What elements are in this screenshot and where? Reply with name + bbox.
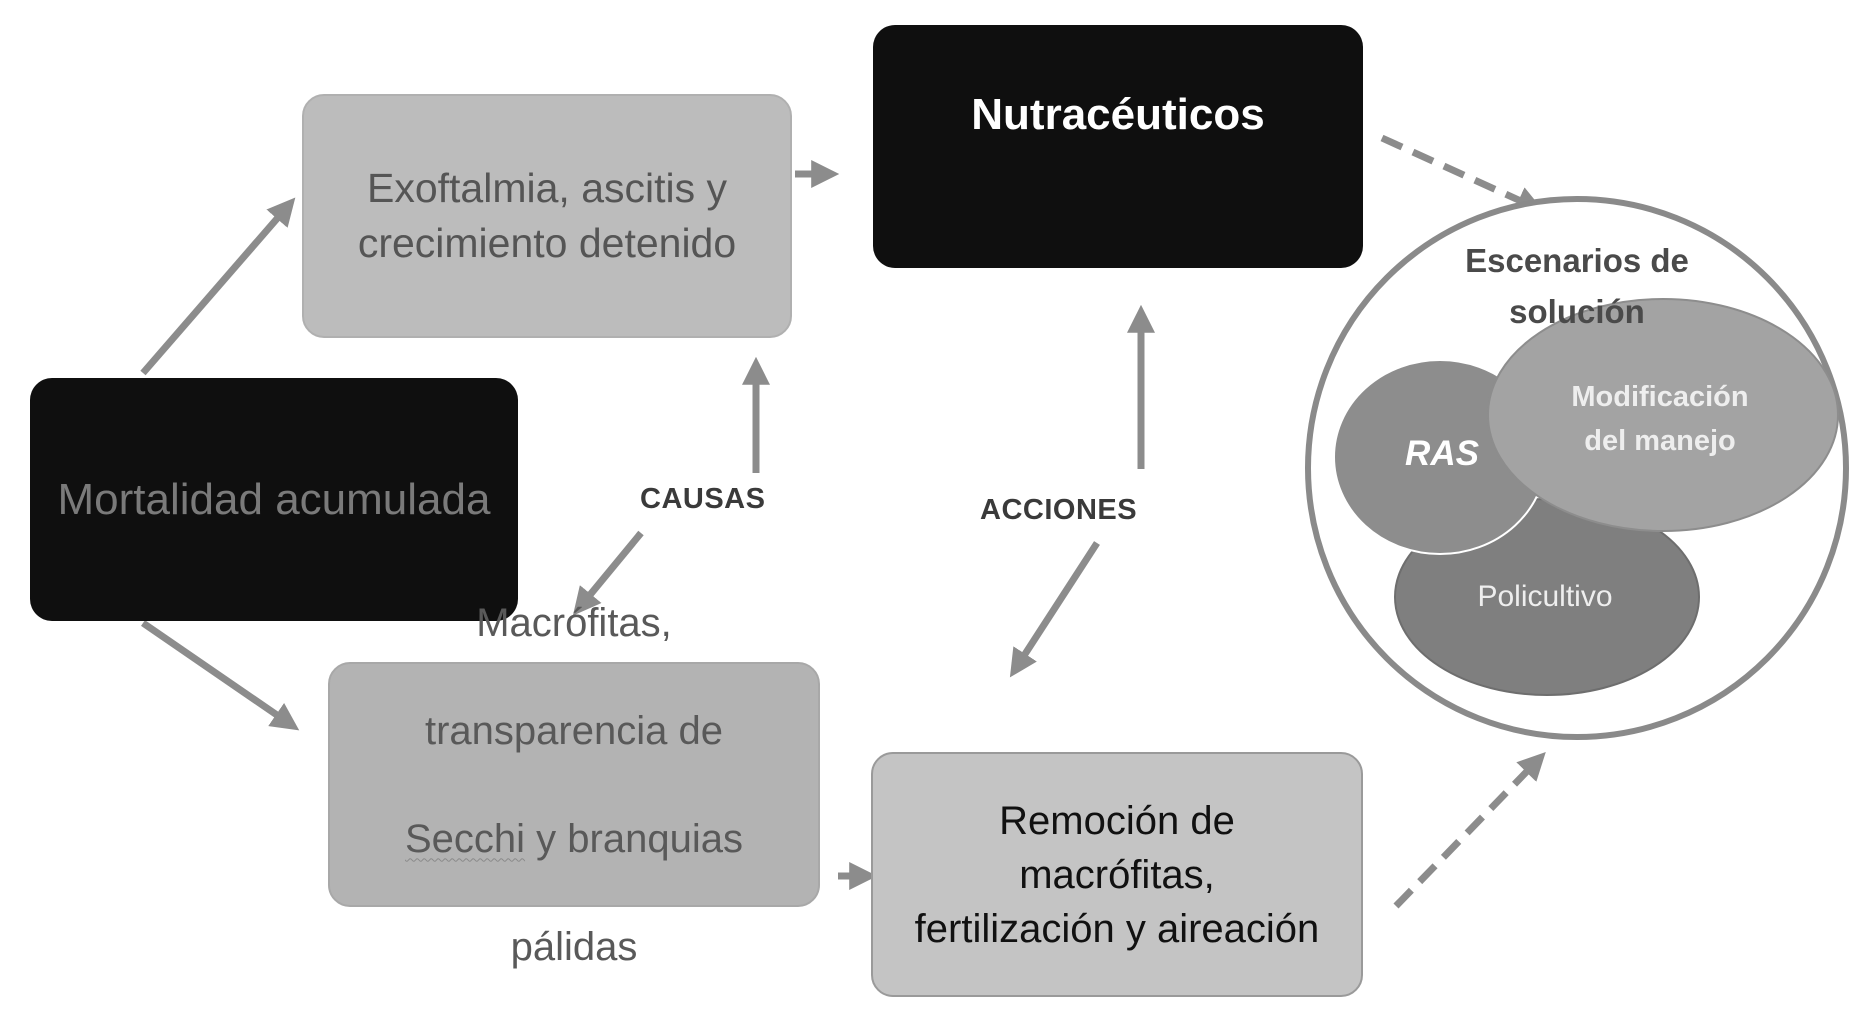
box-nutraceuticos: Nutracéuticos [873,25,1363,268]
label-causas: CAUSAS [640,483,766,515]
dashed-arrow-nutraceuticos-to-scenarios [1380,134,1545,213]
macrofitas-line3-rest: y branquias [525,816,743,861]
arrow-causas-down [572,530,644,616]
label-acciones: ACCIONES [980,494,1138,526]
macrofitas-line3: Secchi y branquias [405,812,743,866]
box-mortalidad-acumulada: Mortalidad acumulada [30,378,518,621]
scenarios-title: Escenarios de solución [1465,242,1689,330]
box-exoftalmia-text: Exoftalmia, ascitis y crecimiento deteni… [357,165,737,266]
box-macrofitas-text: Macrófitas, transparencia de Secchi y br… [405,542,743,1028]
dashed-arrow-remocion-to-scenarios [1393,751,1546,909]
box-remocion-text: Remoción de macrófitas, fertilización y … [914,798,1320,951]
policultivo-label: Policultivo [1477,580,1613,613]
modificacion-ellipse [1487,298,1839,532]
box-mortalidad-text: Mortalidad acumulada [57,474,491,524]
box-macrofitas: Macrófitas, transparencia de Secchi y br… [328,601,820,969]
macrofitas-line1: Macrófitas, [476,600,672,645]
arrow-mortalidad-to-macrofitas [141,620,300,731]
secchi-word: Secchi [405,816,526,861]
box-remocion: Remoción de macrófitas, fertilización y … [871,752,1363,997]
macrofitas-line2: transparencia de [425,708,723,753]
ras-label: RAS [1405,434,1479,473]
arrow-mortalidad-to-exoftalmia [140,197,296,376]
box-nutraceuticos-text: Nutracéuticos [971,89,1265,139]
arrow-acciones-down [1009,541,1100,678]
box-exoftalmia: Exoftalmia, ascitis y crecimiento deteni… [302,94,792,338]
macrofitas-line4: pálidas [510,924,638,969]
modificacion-label: Modificación del manejo [1571,381,1749,457]
